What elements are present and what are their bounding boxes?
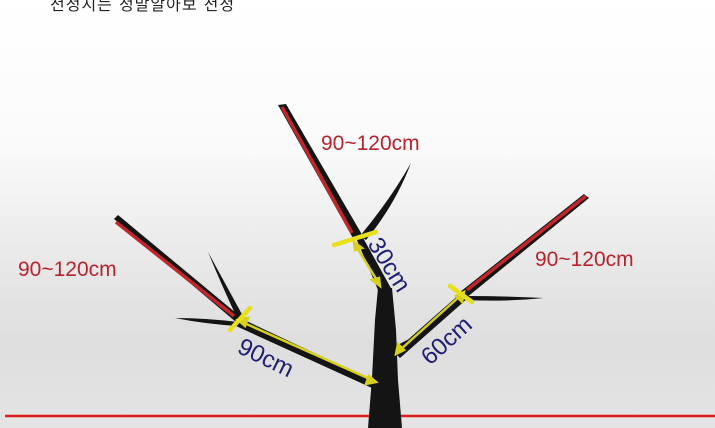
center-branch-cut-line [280,106,354,234]
right-side-shoot [466,296,544,301]
left-segment-label: 90cm [233,333,298,383]
cut-marker-left [227,305,253,333]
right-segment-label: 60cm [416,311,478,370]
trunk [368,288,402,428]
left-branch-cut-line [114,220,236,318]
right-branch-label: 90~120cm [535,248,634,271]
center-side-shoot [360,163,411,240]
cut-marker-right [447,283,475,305]
top-caption: 전정시는 정말알아보 전정 [50,0,236,14]
cut-marker-center [331,229,379,248]
arrow-left-segment [241,320,373,382]
center-branch-label: 90~120cm [321,132,420,155]
arrow-left-head-b [364,373,379,386]
upper-trunk [356,236,392,290]
right-branch-cut-line [465,194,588,292]
arrow-top-head-b [369,276,382,289]
left-side-shoot-lower [175,318,238,326]
left-branch-label: 90~120cm [18,258,117,281]
right-scaffold [394,292,468,358]
left-side-shoot-upper [208,252,244,320]
arrow-top-head-a [352,239,365,252]
arrow-right-head-a [394,341,407,357]
arrow-right-segment [399,295,461,351]
arrow-top-segment [354,245,380,283]
